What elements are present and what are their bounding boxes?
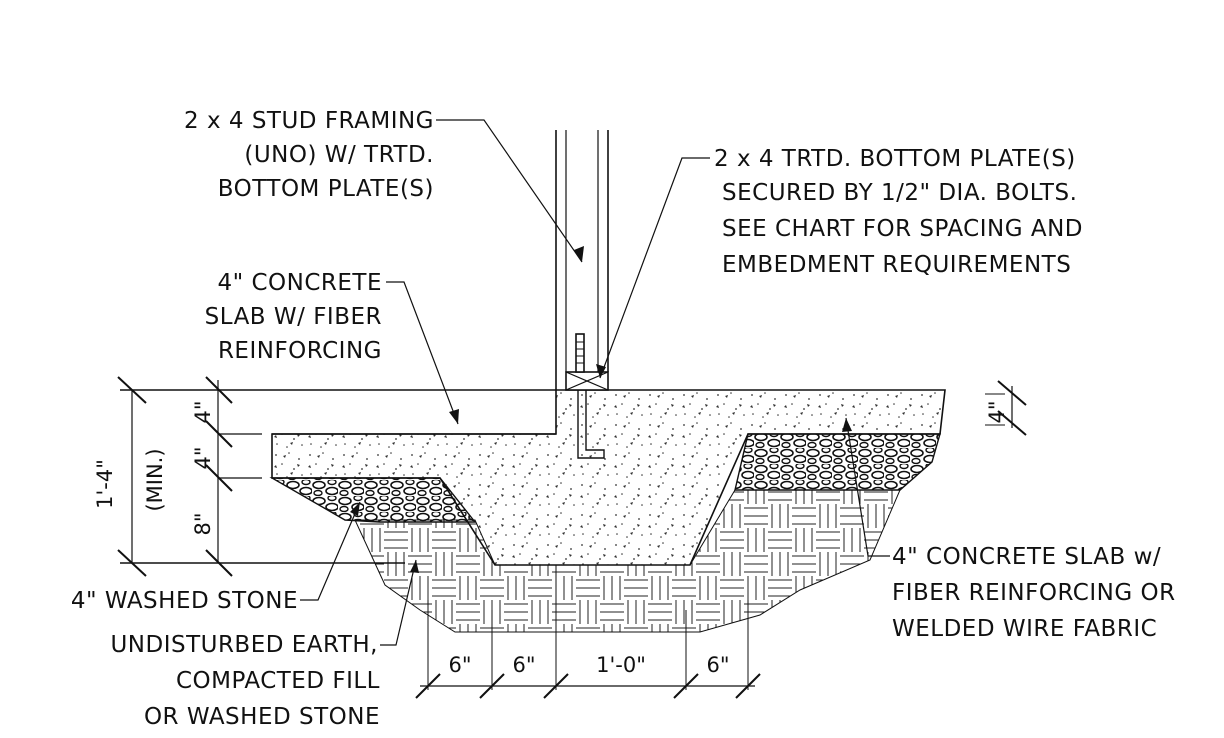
right-dimension [985,380,1027,436]
callout-bottom-plate: 2 x 4 TRTD. BOTTOM PLATE(S) SECURED BY 1… [714,146,1083,278]
vertical-dimensions [117,376,262,577]
svg-text:REINFORCING: REINFORCING [218,338,382,364]
stud-wall [555,130,609,390]
dim-slab-thickness: 4" [191,400,215,423]
svg-text:EMBEDMENT REQUIREMENTS: EMBEDMENT REQUIREMENTS [722,252,1071,278]
svg-text:UNDISTURBED EARTH,: UNDISTURBED EARTH, [110,632,378,658]
callout-earth: UNDISTURBED EARTH, COMPACTED FILL OR WAS… [110,632,380,730]
callout-washed-stone: 4" WASHED STONE [71,588,298,614]
svg-text:BOTTOM PLATE(S): BOTTOM PLATE(S) [218,176,434,202]
callout-stud-framing: 2 x 4 STUD FRAMING (UNO) W/ TRTD. BOTTOM… [184,108,434,202]
dim-bottom-1: 6" [448,653,471,677]
svg-text:COMPACTED FILL: COMPACTED FILL [176,668,380,694]
svg-text:SEE CHART FOR SPACING AND: SEE CHART FOR SPACING AND [722,216,1083,242]
svg-text:2 x 4 STUD FRAMING: 2 x 4 STUD FRAMING [184,108,434,134]
bottom-dimensions [415,600,761,699]
dim-bottom-2: 6" [512,653,535,677]
callout-slab-left: 4" CONCRETE SLAB W/ FIBER REINFORCING [205,270,382,364]
dim-min-note: (MIN.) [143,448,167,511]
dim-bottom-4: 6" [706,653,729,677]
callout-slab-right: 4" CONCRETE SLAB w/ FIBER REINFORCING OR… [892,544,1176,642]
svg-text:(UNO) W/ TRTD.: (UNO) W/ TRTD. [244,142,434,168]
svg-text:SECURED BY 1/2" DIA. BOLTS.: SECURED BY 1/2" DIA. BOLTS. [722,180,1077,206]
svg-text:OR WASHED STONE: OR WASHED STONE [144,704,380,730]
svg-text:FIBER REINFORCING OR: FIBER REINFORCING OR [892,580,1176,606]
dim-total-height: 1'-4" [93,459,117,509]
dim-stone-thickness: 4" [191,446,215,469]
dim-bottom-3: 1'-0" [596,653,646,677]
svg-text:WELDED WIRE FABRIC: WELDED WIRE FABRIC [892,616,1157,642]
dim-footing-depth: 8" [191,512,215,535]
svg-text:4" CONCRETE: 4" CONCRETE [217,270,382,296]
anchor-bolt [575,333,605,459]
dim-right-slab: 4" [985,400,1009,423]
washed-stone-right [734,433,941,491]
svg-text:SLAB W/ FIBER: SLAB W/ FIBER [205,304,382,330]
svg-text:2 x 4 TRTD. BOTTOM PLATE(S): 2 x 4 TRTD. BOTTOM PLATE(S) [714,146,1076,172]
leader-lines [300,119,890,646]
svg-text:4" CONCRETE SLAB w/: 4" CONCRETE SLAB w/ [892,544,1161,570]
